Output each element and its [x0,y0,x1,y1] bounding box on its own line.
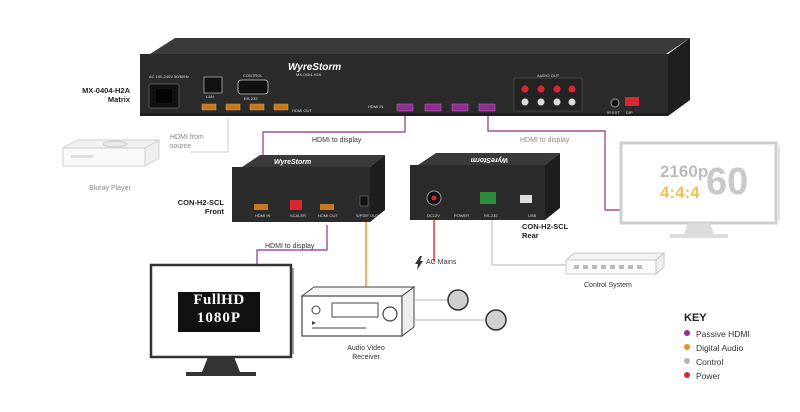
extender-front-device: WyreStorm [232,155,385,222]
rear-power-label: POWER [454,213,470,218]
matrix-brand-logo: WyreStorm [288,62,341,73]
front-hdmi-in-label: HDMI IN [255,213,271,218]
tv-right-fps-text: 60 [706,161,749,203]
audio-out-label: AUDIO OUT [537,73,560,78]
hdmi-in-label: HDMI IN [368,104,384,109]
hdmi-extender-to-tv-line [256,225,328,265]
matrix-device: WyreStorm [140,38,690,116]
hdmi-to-display-label-2: HDMI to display [520,137,570,144]
hdmi-from-source-label: HDMI from source [170,134,204,150]
tv-right-chroma-text: 4:4:4 [660,183,700,202]
ir-ext-port [610,98,620,108]
speaker-icon [447,289,469,311]
rear-usb-label: USB [528,213,537,218]
extender-rear-label: CON-H2-SCL Rear [522,222,569,240]
tv-left-1080p-text: 1080P [196,310,242,326]
matrix-hdmi-in-ports [396,103,496,112]
control-system-label: Control System [584,282,632,289]
front-spdif-port [359,195,369,207]
front-spdif-label: S/PDIF OUT [356,213,379,218]
lightning-icon [415,256,423,270]
speaker-icon [485,309,507,331]
front-scaler-switch [290,200,302,210]
matrix-label: MX-0404-H2A Matrix [82,86,130,104]
rear-rs232-port [480,192,496,204]
receiver-image [300,286,416,337]
hdmi-from-source-line [190,118,229,153]
key-item-passive-hdmi: Passive HDMI [684,328,750,340]
key-item-label: Passive HDMI [696,329,750,339]
tv-right-image [619,141,780,238]
control-line [491,214,566,266]
lan-port [203,76,223,94]
extender-rear-brand: WyreStorm [471,156,508,163]
front-hdmi-out-port [320,204,334,210]
tv-right-res-text: 2160p [660,162,709,181]
control-label: CONTROL [243,73,263,78]
ac-mains-label: AC Mains [426,259,457,266]
key-item-label: Control [696,357,724,367]
key-dot-icon [684,358,690,364]
ac-input-label: AC 100-240V 50/60Hz [149,74,190,79]
hdmi-to-display-label-1: HDMI to display [312,137,362,144]
bluray-player-image [61,139,161,167]
matrix-hdmi-out-ports [201,103,289,111]
key-item-label: Power [696,371,721,381]
lan-label: LAN [206,94,214,99]
key-dot-icon [684,372,690,378]
key-item-label: Digital Audio [696,343,744,353]
key-item-power: Power [684,370,720,382]
audio-out-jacks [521,85,576,106]
key-item-digital-audio: Digital Audio [684,342,743,354]
key-title: KEY [684,312,707,324]
dip-label: DIP [626,110,633,115]
bluray-player-label: Bluray Player [89,185,131,192]
tv-left-fullhd-text: FullHD [193,292,245,308]
tv-left-image [149,263,294,376]
rs232-port [237,79,269,95]
hdmi-out-label: HDMI OUT [292,108,312,113]
front-hdmi-in-port [254,204,268,210]
rear-dc-label: DC12V [427,213,440,218]
rear-usb-port [520,195,532,203]
extender-rear-device: WyreStorm [410,153,560,220]
key-dot-icon [684,330,690,336]
control-system-image [564,251,666,276]
hdmi-matrix-to-tv-line [487,116,620,211]
matrix-model-text: MX-0404-H2A [296,72,322,77]
extender-front-brand: WyreStorm [274,159,311,166]
front-hdmi-out-label: HDMI OUT [318,213,338,218]
dip-switch [625,97,639,106]
ir-ext-label: IR EXT [607,110,620,115]
extender-front-label: CON-H2-SCL Front [177,198,224,216]
rear-rs232-label: RS-232 [484,213,498,218]
receiver-label: Audio Video Receiver [347,345,385,361]
rs232-label: RS-232 [244,96,258,101]
front-scaler-label: SCALER [290,213,307,218]
hdmi-to-display-label-3: HDMI to display [265,243,315,250]
key-dot-icon [684,344,690,350]
key-item-control: Control [684,356,723,368]
